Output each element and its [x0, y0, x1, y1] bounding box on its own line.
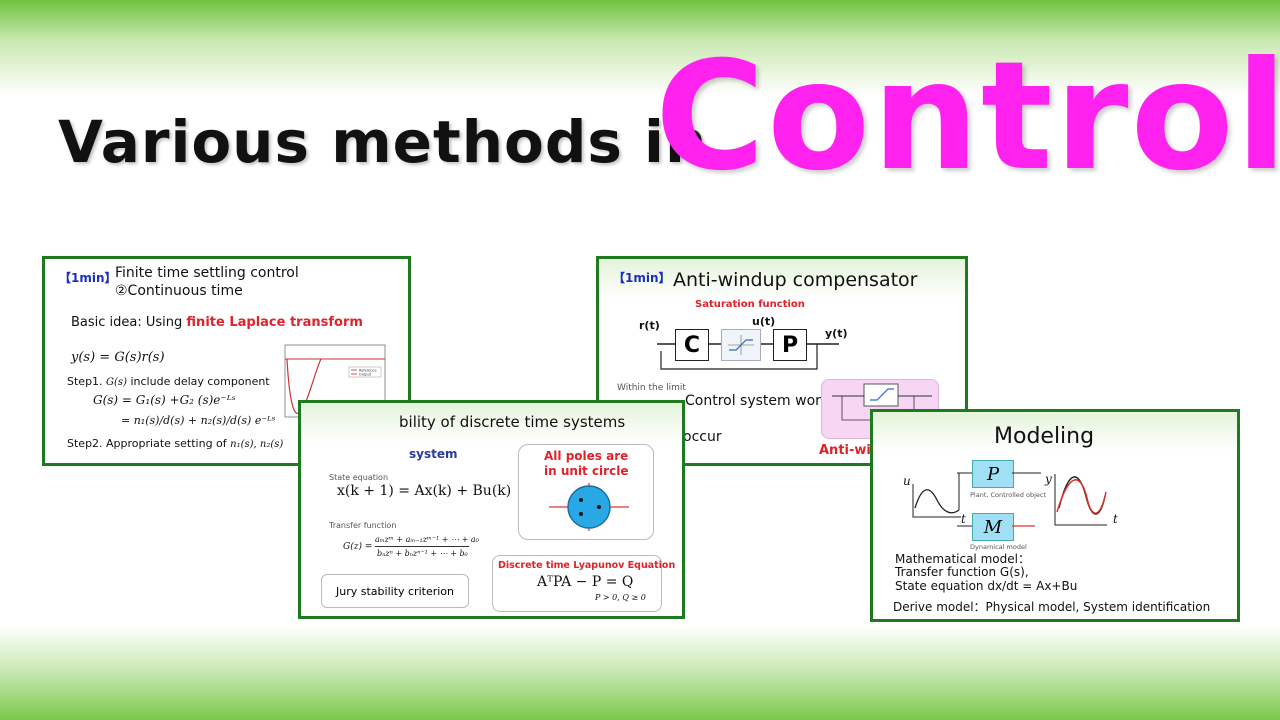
- card-title: Finite time settling control: [115, 265, 299, 281]
- controller-block: C: [675, 329, 709, 361]
- anti-windup-icon: [832, 383, 932, 425]
- lyapunov-panel: Discrete time Lyapunov Equation AᵀPA − P…: [492, 555, 675, 612]
- plant-symbol: P: [986, 463, 1000, 485]
- page-title: Various methods in: [58, 108, 708, 176]
- plant-caption: Plant, Controlled object: [970, 491, 1047, 499]
- card-title: Modeling: [994, 424, 1095, 449]
- card-title: Anti-windup compensator: [673, 269, 918, 291]
- basic-idea: Basic idea: Using finite Laplace transfo…: [71, 315, 363, 330]
- plant-block: P: [972, 460, 1014, 488]
- legend-output: Output: [359, 373, 372, 377]
- lyapunov-condition: P > 0, Q ≥ 0: [595, 593, 646, 602]
- saturation-block: [721, 329, 761, 361]
- jury-button[interactable]: Jury stability criterion: [321, 574, 469, 608]
- poles-text-1: All poles are: [544, 449, 629, 463]
- controller-label: C: [683, 332, 701, 358]
- step2-math: n₁(s), n₂(s): [230, 439, 284, 450]
- model-symbol: M: [983, 516, 1003, 538]
- transfer-function-line: Transfer function G(s),: [895, 565, 1029, 579]
- equation-g-split: = n₁(s)/d(s) + n₂(s)/d(s) e⁻ᴸˢ: [121, 414, 276, 427]
- u-label: u: [903, 474, 911, 488]
- legend-reference: Reference: [359, 369, 377, 373]
- card-subtitle: ②Continuous time: [115, 283, 243, 299]
- modeling-diagram: [912, 472, 1107, 527]
- state-equation: x(k + 1) = Ax(k) + Bu(k): [337, 483, 512, 499]
- step2: Step2. Appropriate setting of n₁(s), n₂(…: [67, 437, 283, 450]
- step1-math: G(s): [106, 377, 127, 388]
- state-eq-label: State equation: [329, 473, 389, 482]
- model-block: M: [972, 513, 1014, 541]
- label-r: r(t): [639, 319, 660, 332]
- card-subtitle: system: [409, 447, 458, 461]
- block-diagram: [657, 343, 839, 370]
- step1: Step1. G(s) include delay component: [67, 375, 270, 388]
- saturation-icon: [728, 335, 754, 355]
- basic-idea-highlight: finite Laplace transform: [186, 315, 363, 330]
- equation-y: y(s) = G(s)r(s): [71, 350, 165, 365]
- saturation-label: Saturation function: [695, 299, 805, 310]
- t-label-1: t: [961, 512, 966, 526]
- equation-g: G(s) = G₁(s) +G₂ (s)e⁻ᴸˢ: [93, 393, 236, 407]
- state-equation-line: State equation dx/dt = Ax+Bu: [895, 579, 1078, 593]
- unit-circle-panel: All poles are in unit circle: [518, 444, 654, 540]
- plant-label: P: [781, 332, 799, 358]
- step2-label: Step2. Appropriate setting of: [67, 437, 227, 450]
- within-limit-label: Within the limit: [617, 383, 686, 393]
- tf-fraction-bar: [375, 546, 469, 547]
- unit-circle-icon: [549, 483, 629, 531]
- card-tag: 【1min】: [613, 271, 671, 285]
- page-title-highlight: Control: [655, 30, 1280, 204]
- tf-lhs: G(z) =: [343, 542, 373, 552]
- model-caption: Dynamical model: [970, 543, 1027, 551]
- basic-idea-prefix: Basic idea: Using: [71, 315, 187, 330]
- poles-text-2: in unit circle: [544, 464, 629, 478]
- jury-label: Jury stability criterion: [336, 584, 454, 598]
- card-modeling[interactable]: Modeling P Plant, Controlled object M Dy…: [870, 409, 1240, 622]
- math-model-line: Mathematical model：: [895, 552, 1030, 566]
- tf-label: Transfer function: [329, 521, 397, 530]
- t-label-2: t: [1113, 512, 1118, 526]
- lyapunov-equation: AᵀPA − P = Q: [537, 574, 634, 590]
- tf-denominator: bₙzⁿ + bₙzⁿ⁻¹ + ⋯ + b₀: [377, 549, 468, 558]
- label-y: y(t): [825, 327, 848, 340]
- lyapunov-title: Discrete time Lyapunov Equation: [498, 560, 676, 571]
- tf-numerator: aₘzᵐ + aₘ₋₁zᵐ⁻¹ + ⋯ + a₀: [375, 535, 479, 544]
- plant-block: P: [773, 329, 807, 361]
- label-u: u(t): [752, 315, 776, 328]
- card-title: bility of discrete time systems: [399, 413, 626, 431]
- card-discrete-stability[interactable]: bility of discrete time systems system S…: [298, 400, 685, 619]
- occur-text: occur: [683, 429, 722, 445]
- y-label: y: [1045, 472, 1052, 486]
- derive-model-line: Derive model：Physical model, System iden…: [893, 600, 1211, 614]
- step1-text: include delay component: [130, 375, 270, 388]
- step1-label: Step1.: [67, 375, 103, 388]
- card-tag: 【1min】: [59, 271, 117, 285]
